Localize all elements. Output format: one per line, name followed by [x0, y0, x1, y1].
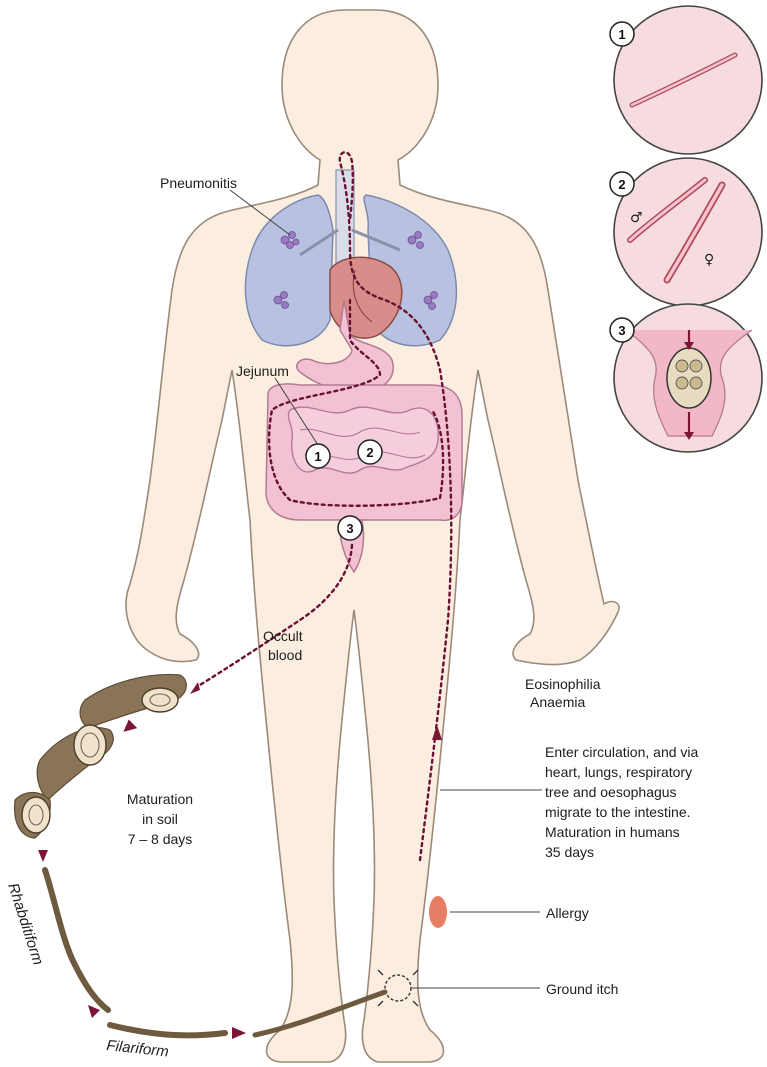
arrow-soil-1 [120, 719, 138, 737]
egg-lower [22, 797, 50, 833]
marker-2-body: 2 [358, 440, 382, 464]
label-allergy: Allergy [546, 905, 589, 921]
svg-text:tree and oesophagus: tree and oesophagus [545, 784, 677, 800]
label-filariform: Filariform [106, 1037, 170, 1060]
label-maturation-soil: Maturation in soil 7 – 8 days [127, 791, 193, 847]
label-occult-blood-line1: Occult [263, 628, 303, 644]
svg-text:Maturation in humans: Maturation in humans [545, 824, 680, 840]
svg-text:7 – 8 days: 7 – 8 days [128, 831, 193, 847]
label-rhabditiform: Rhabditiform [4, 881, 46, 967]
inset-3-number: 3 [618, 323, 625, 338]
egg-upper [142, 688, 178, 712]
label-ground-itch: Ground itch [546, 981, 618, 997]
rhabditiform-larva [45, 870, 108, 1010]
svg-text:35 days: 35 days [545, 844, 594, 860]
inset-1-number: 1 [618, 27, 625, 42]
svg-text:Maturation: Maturation [127, 791, 193, 807]
label-circulation: Enter circulation, and via heart, lungs,… [545, 744, 699, 860]
label-anaemia: Anaemia [530, 694, 585, 710]
marker-3-label: 3 [346, 521, 353, 536]
marker-3-body: 3 [338, 516, 362, 540]
arrow-to-soil [190, 682, 200, 694]
arrow-to-filariform [88, 1005, 100, 1018]
svg-text:Enter circulation, and via: Enter circulation, and via [545, 744, 699, 760]
label-eosinophilia: Eosinophilia [525, 676, 601, 692]
arrow-to-skin [232, 1027, 246, 1039]
marker-2-label: 2 [366, 445, 373, 460]
label-jejunum: Jejunum [236, 363, 289, 379]
svg-text:heart, lungs, respiratory: heart, lungs, respiratory [545, 764, 692, 780]
marker-1-body: 1 [306, 444, 330, 468]
egg-middle [74, 725, 106, 765]
filariform-larva [110, 1025, 225, 1035]
label-occult-blood-line2: blood [268, 647, 302, 663]
female-symbol: ♀ [704, 252, 714, 268]
svg-text:in soil: in soil [142, 811, 178, 827]
allergy-patch [429, 896, 447, 928]
label-pneumonitis: Pneumonitis [160, 175, 237, 191]
arrow-soil-2 [38, 850, 48, 862]
male-symbol: ♂ [630, 210, 643, 226]
svg-text:migrate to the intestine.: migrate to the intestine. [545, 804, 691, 820]
inset-3-egg: 3 [610, 304, 762, 452]
inset-2-adult-worms: ♂ ♀ 2 [610, 158, 762, 306]
inset-1-larva: 1 [610, 6, 762, 154]
inset-2-number: 2 [618, 177, 625, 192]
marker-1-label: 1 [314, 449, 321, 464]
